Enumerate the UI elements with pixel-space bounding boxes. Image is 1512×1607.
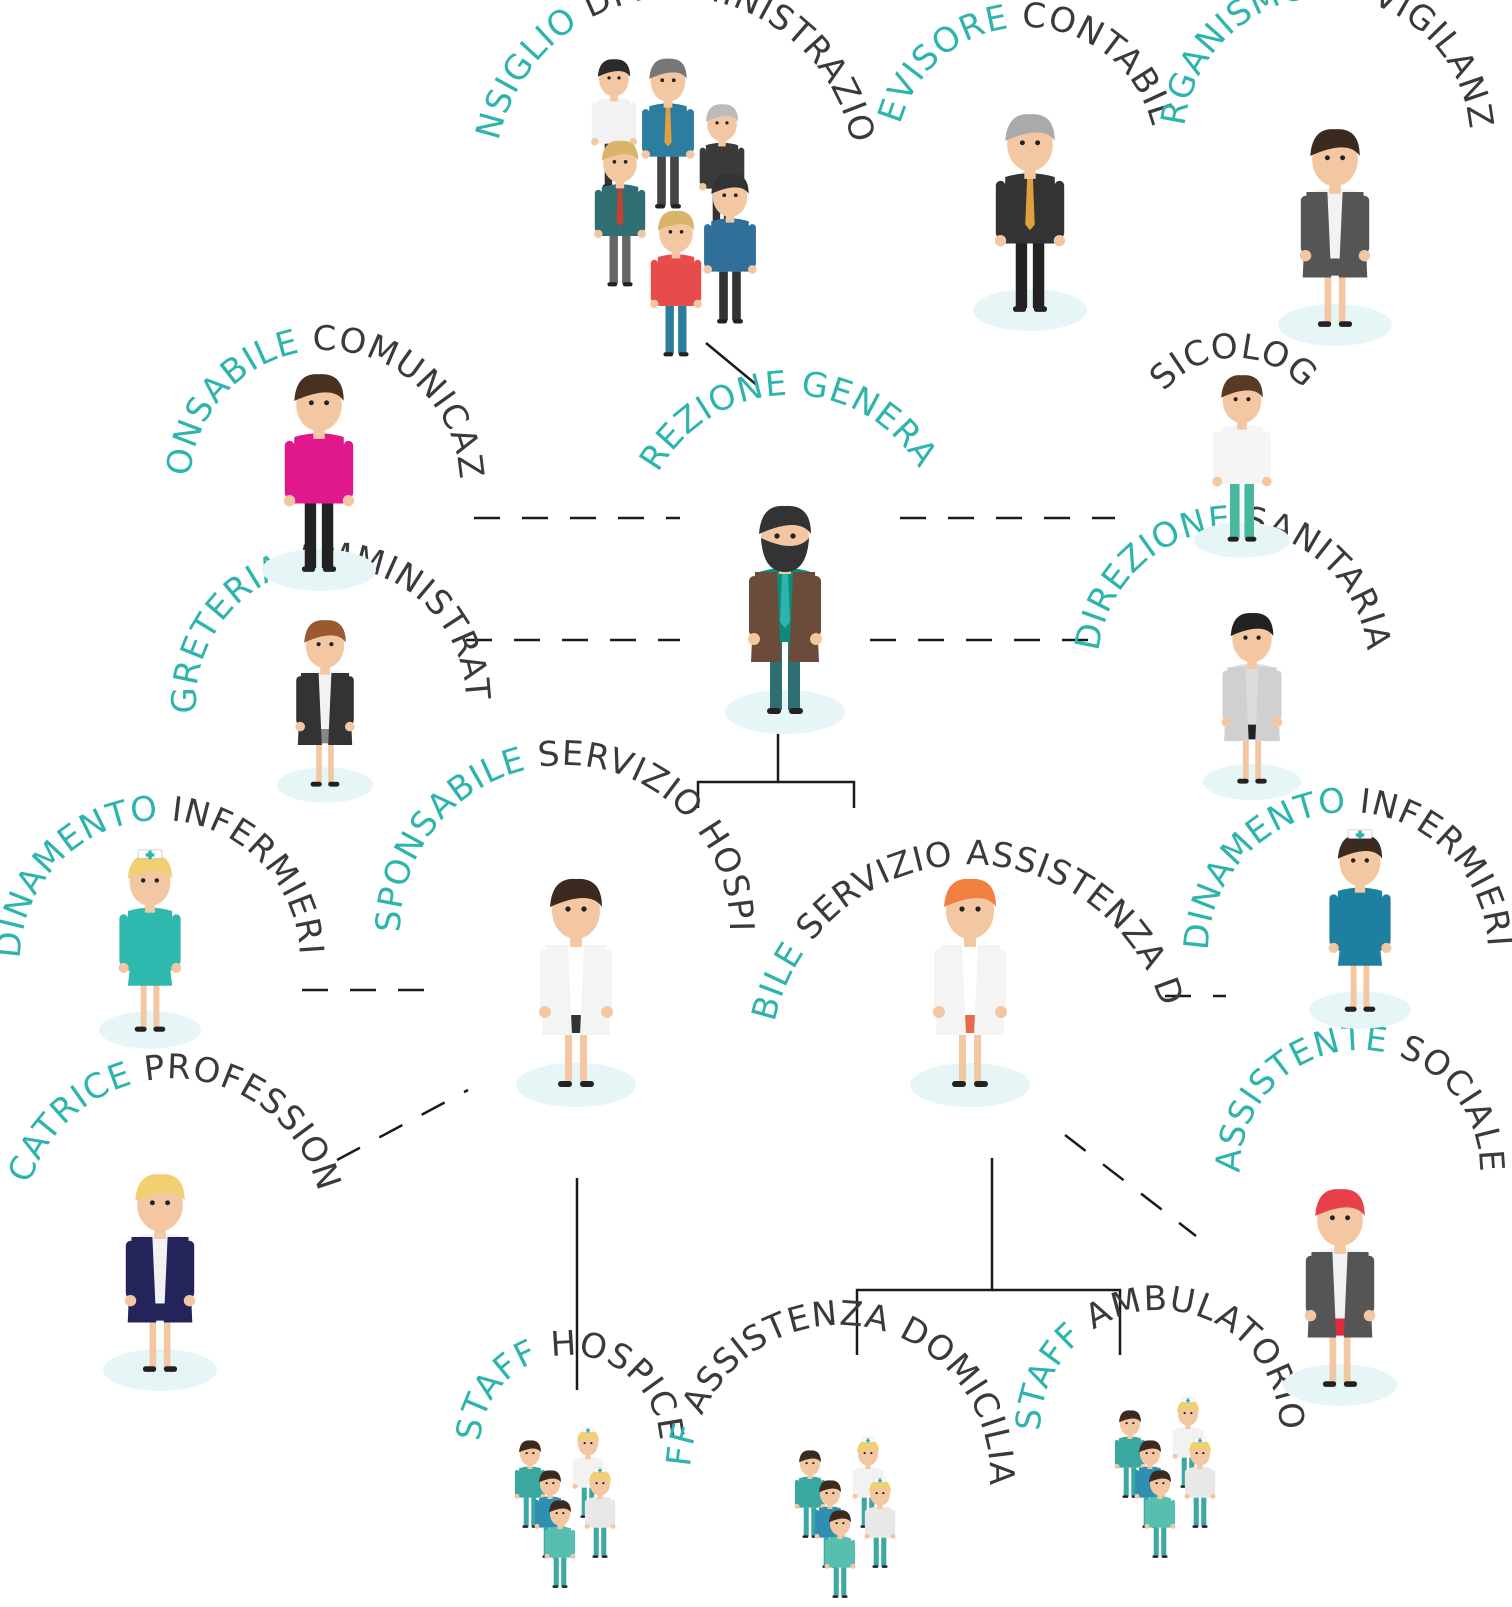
line-adi-assistente (1064, 1134, 1197, 1237)
line-dg-split (696, 715, 780, 808)
figure-cda-4 (594, 140, 646, 287)
label-staff-hospice: STAFF HOSPICE (449, 1323, 691, 1443)
figure-odv (1278, 129, 1392, 346)
figure-staff-amb-5 (1144, 1470, 1176, 1558)
figure-staff-hospice-1 (514, 1440, 546, 1528)
figure-staff-hospice-5 (544, 1500, 576, 1588)
line-hospice-educatrice (336, 1088, 469, 1162)
figures (99, 58, 1411, 1598)
figure-revisore (973, 114, 1087, 331)
figure-staff-adi-4 (864, 1477, 896, 1568)
label-coord-inf-left: COORDINAMENTO INFERMIERISTICO (0, 0, 331, 960)
figure-psicologa (1194, 375, 1290, 558)
figure-resp-adi (910, 878, 1030, 1107)
figure-dir-gen (725, 505, 845, 734)
figure-assistente (1283, 1189, 1397, 1406)
node-labels: CONSIGLIO DI AMMINISTRAZIONE REVISORE CO… (0, 0, 1512, 1486)
figure-cda-5 (703, 173, 757, 324)
line-dg-split-right (778, 780, 856, 808)
figure-staff-amb-1 (1114, 1410, 1146, 1498)
figure-cda-2 (641, 58, 695, 209)
figure-educatrice (103, 1174, 217, 1391)
line-adi-staff (855, 1158, 994, 1355)
label-staff-amb: STAFF AMBULATORIO (1009, 1279, 1312, 1432)
connectors (302, 342, 1226, 1390)
label-resp-com: RESPONSABILE COMUNICAZIONE (0, 0, 491, 481)
label-assistente: ASSISTENTE SOCIALE (1209, 1019, 1512, 1174)
figure-resp-com (262, 374, 376, 591)
label-dir-gen: DIREZIONE GENERALE (0, 0, 946, 478)
line-adi-ambulatorio (992, 1288, 1122, 1355)
figure-dir-san (1202, 612, 1302, 801)
figure-coord-inf-right (1309, 829, 1411, 1029)
figure-segreteria (277, 620, 373, 803)
figure-staff-hospice-4 (584, 1467, 616, 1558)
figure-staff-amb-4 (1184, 1437, 1216, 1528)
figure-cda-6 (650, 210, 702, 357)
figure-staff-adi-5 (824, 1510, 856, 1598)
figure-resp-hospice (516, 878, 636, 1107)
figure-coord-inf-left (99, 849, 201, 1049)
label-cda: CONSIGLIO DI AMMINISTRAZIONE (0, 0, 883, 147)
line-cda-dg (705, 342, 759, 387)
